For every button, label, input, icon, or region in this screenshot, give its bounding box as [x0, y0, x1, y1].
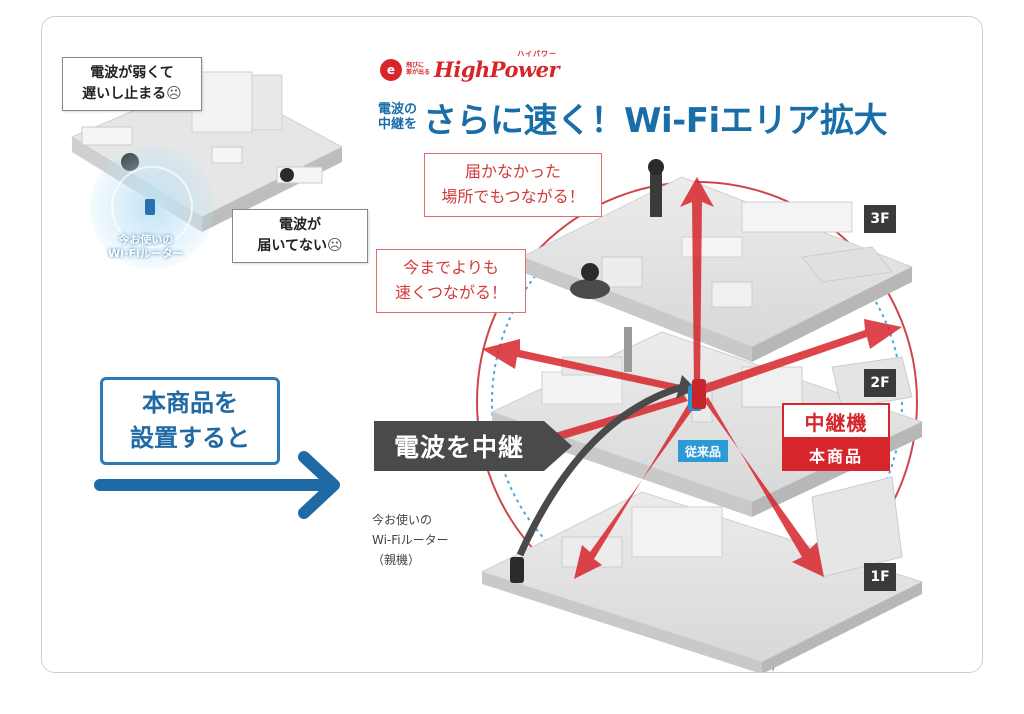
inset-router-label: 今お使いの Wi-Fiルーター [108, 233, 184, 262]
headline-prefix: 電波の 中継を [378, 101, 418, 133]
faster-line-1: 今までよりも [403, 258, 499, 277]
router-caption-line-3: （親機） [372, 552, 421, 567]
inset-room [70, 71, 344, 269]
brand-tagline-1: 飛びに [406, 62, 425, 70]
install-box-line-2: 設置すると [130, 424, 250, 452]
floor-badge-2f: 2F [864, 369, 896, 397]
frustrated-face-icon: ☹ [166, 83, 182, 102]
install-box: 本商品を 設置すると [100, 377, 280, 465]
weak-signal-line-2: 遅いし止まる☹ [69, 83, 195, 104]
install-box-line-1: 本商品を [142, 389, 238, 418]
inset-router-label-line-2: Wi-Fiルーター [108, 247, 184, 261]
router-caption-line-1: 今お使いの [372, 513, 433, 527]
no-signal-line-2-text: 届いてない [257, 237, 327, 254]
headline-main: さらに速く！Wi-Fiエリア拡大 [423, 101, 888, 141]
frustrated-face-icon: ☹ [326, 235, 343, 254]
signal-arrows [472, 177, 902, 579]
brand-logo-icon: e [380, 58, 402, 81]
product-label: 本商品 [782, 439, 890, 471]
brand-kana: ハイパワー [517, 50, 558, 58]
brand-tagline: 飛びに 差が出る [406, 62, 431, 76]
floor-1f [480, 476, 924, 672]
conventional-label: 従来品 [678, 440, 728, 462]
weak-signal-line-2-text: 遅いし止まる [82, 85, 167, 102]
relay-banner-tip [544, 421, 572, 471]
repeater-device [692, 379, 706, 409]
reach-line-1: 届かなかった [464, 162, 561, 181]
reach-callout: 届かなかった 場所でもつながる！ [424, 153, 602, 217]
relay-banner: 電波を中継 [374, 421, 544, 471]
floor-badge-3f: 3F [864, 205, 896, 233]
weak-signal-line-1: 電波が弱くて [90, 65, 174, 81]
no-signal-callout: 電波が 届いてない☹ [232, 209, 368, 263]
headline: 電波の 中継を さらに速く！Wi-Fiエリア拡大 [378, 93, 888, 142]
brand-name: HighPower ハイパワー [434, 50, 560, 82]
faster-callout: 今までよりも 速くつながる！ [376, 249, 526, 313]
floor-badge-1f: 1F [864, 563, 896, 591]
brand: e 飛びに 差が出る HighPower ハイパワー [380, 50, 560, 82]
headline-prefix-1: 電波の [378, 101, 418, 117]
illustration-frame: 電波が弱くて 遅いし止まる☹ 電波が 届いてない☹ 今お使いの Wi-Fiルータ… [41, 16, 983, 673]
weak-signal-callout: 電波が弱くて 遅いし止まる☹ [62, 57, 202, 111]
headline-prefix-2: 中継を [378, 116, 418, 132]
no-signal-line-1: 電波が [279, 217, 321, 233]
install-arrow [94, 451, 340, 519]
router-caption-line-2: Wi-Fiルーター [372, 532, 449, 547]
router-caption: 今お使いの Wi-Fiルーター （親機） [372, 511, 449, 570]
brand-name-text: HighPower [434, 57, 560, 82]
brand-tagline-2: 差が出る [406, 68, 431, 76]
reach-line-2: 場所でもつながる！ [441, 186, 585, 206]
faster-line-2: 速くつながる！ [394, 282, 507, 302]
inset-router-label-line-1: 今お使いの [118, 233, 174, 246]
no-signal-line-2: 届いてない☹ [239, 235, 361, 256]
repeater-label: 中継機 [782, 403, 890, 439]
